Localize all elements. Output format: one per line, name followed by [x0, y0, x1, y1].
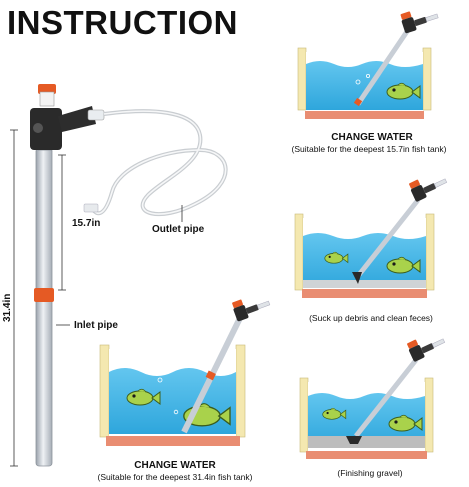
step2-caption: (Suck up debris and clean feces) — [309, 313, 433, 323]
tank-change-water-small — [297, 3, 441, 119]
length-short-label: 15.7in — [72, 218, 101, 229]
outlet-pipe-label: Outlet pipe — [152, 224, 205, 235]
tank-change-water-large — [99, 290, 272, 446]
dimension-lines — [10, 129, 183, 467]
inlet-pipe-label: Inlet pipe — [74, 320, 118, 331]
length-long-label: 31.4in — [2, 293, 13, 322]
tank-suck-debris — [294, 168, 450, 298]
step3-caption: (Finishing gravel) — [337, 468, 403, 478]
hose-icon — [83, 109, 228, 217]
step4-caption: (Suitable for the deepest 31.4in fish ta… — [97, 472, 253, 482]
tank-finishing-gravel — [299, 328, 448, 459]
step1-caption: (Suitable for the deepest 15.7in fish ta… — [291, 144, 447, 154]
page-title: INSTRUCTION — [7, 4, 238, 41]
siphon-pump-icon — [30, 84, 105, 467]
step1-title: CHANGE WATER — [331, 132, 413, 143]
step4-title: CHANGE WATER — [134, 460, 216, 471]
